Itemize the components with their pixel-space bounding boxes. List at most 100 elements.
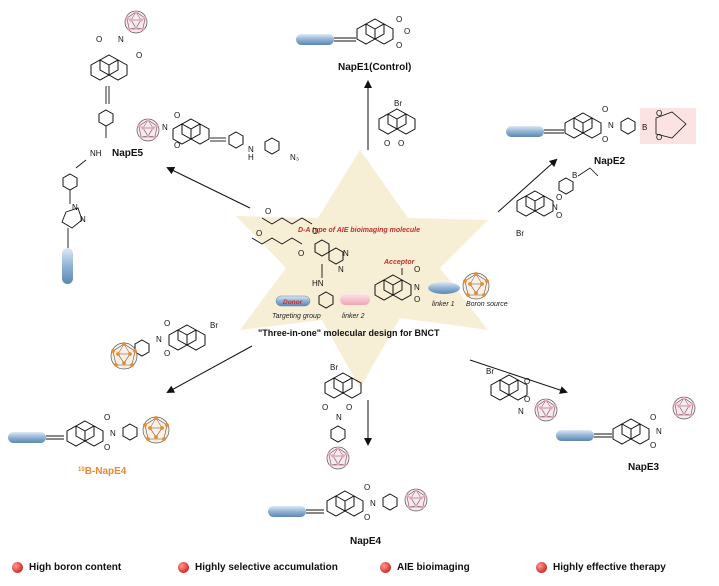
bullet-icon <box>178 562 189 573</box>
nape4-structure: O O N NapE4 <box>268 483 428 547</box>
atom-o-e5b: O <box>136 51 142 60</box>
atom-n3: N₃ <box>290 153 299 162</box>
atom-o-e3b: O <box>650 441 656 450</box>
atom-o-r6b: O <box>174 141 180 150</box>
donor-label: Donor <box>283 299 303 306</box>
atom-o-r5a: O <box>164 319 170 328</box>
atom-b-e2: B <box>642 123 647 132</box>
legend-item-therapy: Highly effective therapy <box>536 562 666 573</box>
nape5-label: NapE5 <box>112 148 144 159</box>
atom-o-r2b: O <box>556 211 562 220</box>
center-star <box>236 150 488 388</box>
aie-subtitle: D-A type of AIE bioimaging molecule <box>298 227 420 234</box>
atom-h-r6: H <box>248 153 254 162</box>
reagent-bromo-cage-e3: Br O O N <box>486 367 558 422</box>
atom-br-r3: Br <box>486 367 494 376</box>
atom-o-r5b: O <box>164 349 170 358</box>
atom-o-e4b: O <box>364 513 370 522</box>
atom-br-r4: Br <box>330 363 338 372</box>
atom-o-b10a: O <box>104 413 110 422</box>
b10-superscript: 10 <box>78 467 85 473</box>
atom-o-3: O <box>312 227 318 236</box>
atom-o-r6a: O <box>174 111 180 120</box>
atom-o-2: O <box>256 229 262 238</box>
atom-o-b10b: O <box>104 443 110 452</box>
atom-o-an2: O <box>398 139 404 148</box>
reagent-anhydride: Br O O <box>378 99 416 148</box>
atom-o-e2b: O <box>602 135 608 144</box>
atom-nh-e5: NH <box>90 149 102 158</box>
nape1-structure: O O O NapE1(Control) <box>296 15 411 73</box>
atom-o-e5a: O <box>96 35 102 44</box>
atom-o-1: O <box>265 207 271 216</box>
atom-o-acc1: O <box>414 265 420 274</box>
atom-n-e3: N <box>656 427 662 436</box>
atom-n-q2: N <box>338 265 344 274</box>
atom-n-r6b: N <box>248 145 254 154</box>
atom-n-tz2: N <box>80 215 86 224</box>
atom-o-r4b: O <box>346 403 352 412</box>
nape1-label: NapE1(Control) <box>338 62 411 73</box>
reagent-bromo-cage-b10: Br O O N <box>110 319 218 370</box>
atom-o-r2a: O <box>556 193 562 202</box>
atom-o-r3b: O <box>524 395 530 404</box>
atom-n-e4: N <box>370 499 376 508</box>
atom-o-e3a: O <box>650 413 656 422</box>
atom-hn: HN <box>312 279 324 288</box>
nape4-label: NapE4 <box>350 536 382 547</box>
atom-n-r5: N <box>156 335 162 344</box>
b10-label: B-NapE4 <box>85 466 127 477</box>
targeting-group-label: Targeting group <box>272 313 321 320</box>
atom-n-q1: N <box>343 249 349 258</box>
legend-item-boron: High boron content <box>12 562 121 573</box>
atom-o-r4a: O <box>322 403 328 412</box>
center-title: "Three-in-one" molecular design for BNCT <box>258 328 440 338</box>
atom-n-r6: N <box>162 123 168 132</box>
linker1-label: linker 1 <box>432 301 455 308</box>
atom-o-an1: O <box>384 139 390 148</box>
atom-o-r3a: O <box>524 377 530 386</box>
atom-b-r2: B <box>572 171 577 180</box>
reagent-bromo-cage-e4: Br O O N <box>322 363 362 470</box>
reagent-azide: N O O H N N₃ <box>136 111 299 162</box>
atom-o-e1a: O <box>396 15 402 24</box>
atom-n-acc: N <box>414 283 420 292</box>
atom-n-r3: N <box>518 407 524 416</box>
atom-o-bpin1: O <box>656 109 662 118</box>
atom-o-e4a: O <box>364 483 370 492</box>
nape5-structure: N O O NH N N NapE5 <box>61 9 148 284</box>
legend: High boron content Highly selective accu… <box>0 558 719 580</box>
nape3-structure: O O N NapE3 <box>556 395 696 473</box>
atom-br-top: Br <box>394 99 402 108</box>
nape3-label: NapE3 <box>628 462 660 473</box>
legend-label: AIE bioimaging <box>397 562 470 573</box>
atom-br-r5: Br <box>210 321 218 330</box>
reaction-arrows <box>166 80 568 446</box>
legend-item-aie: AIE bioimaging <box>380 562 470 573</box>
atom-o-acc2: O <box>414 295 420 304</box>
acceptor-label: Acceptor <box>383 259 416 266</box>
legend-label: High boron content <box>29 562 122 573</box>
atom-n-r2: N <box>552 203 558 212</box>
bullet-icon <box>536 562 547 573</box>
atom-o-e1b: O <box>404 27 410 36</box>
atom-n-e2: N <box>608 121 614 130</box>
boron-source-label: Boron source <box>466 301 508 308</box>
atom-o-bpin2: O <box>656 133 662 142</box>
bullet-icon <box>380 562 391 573</box>
svg-text:10B-NapE4: 10B-NapE4 <box>78 466 127 477</box>
atom-n-e5: N <box>118 35 124 44</box>
atom-o-4: O <box>298 249 304 258</box>
b10-nape4-structure: O O N 10B-NapE4 <box>8 413 170 477</box>
legend-item-accumulation: Highly selective accumulation <box>178 562 338 573</box>
center-molecule: D-A type of AIE bioimaging molecule O O … <box>251 207 508 338</box>
bullet-icon <box>12 562 23 573</box>
atom-o-e2a: O <box>602 105 608 114</box>
atom-br-r2: Br <box>516 229 524 238</box>
atom-n-tz1: N <box>72 203 78 212</box>
atom-n-r4: N <box>336 413 342 422</box>
linker2-label: linker 2 <box>342 313 365 320</box>
nape2-structure: O O N B O O NapE2 <box>506 105 696 167</box>
legend-label: Highly selective accumulation <box>195 562 338 573</box>
